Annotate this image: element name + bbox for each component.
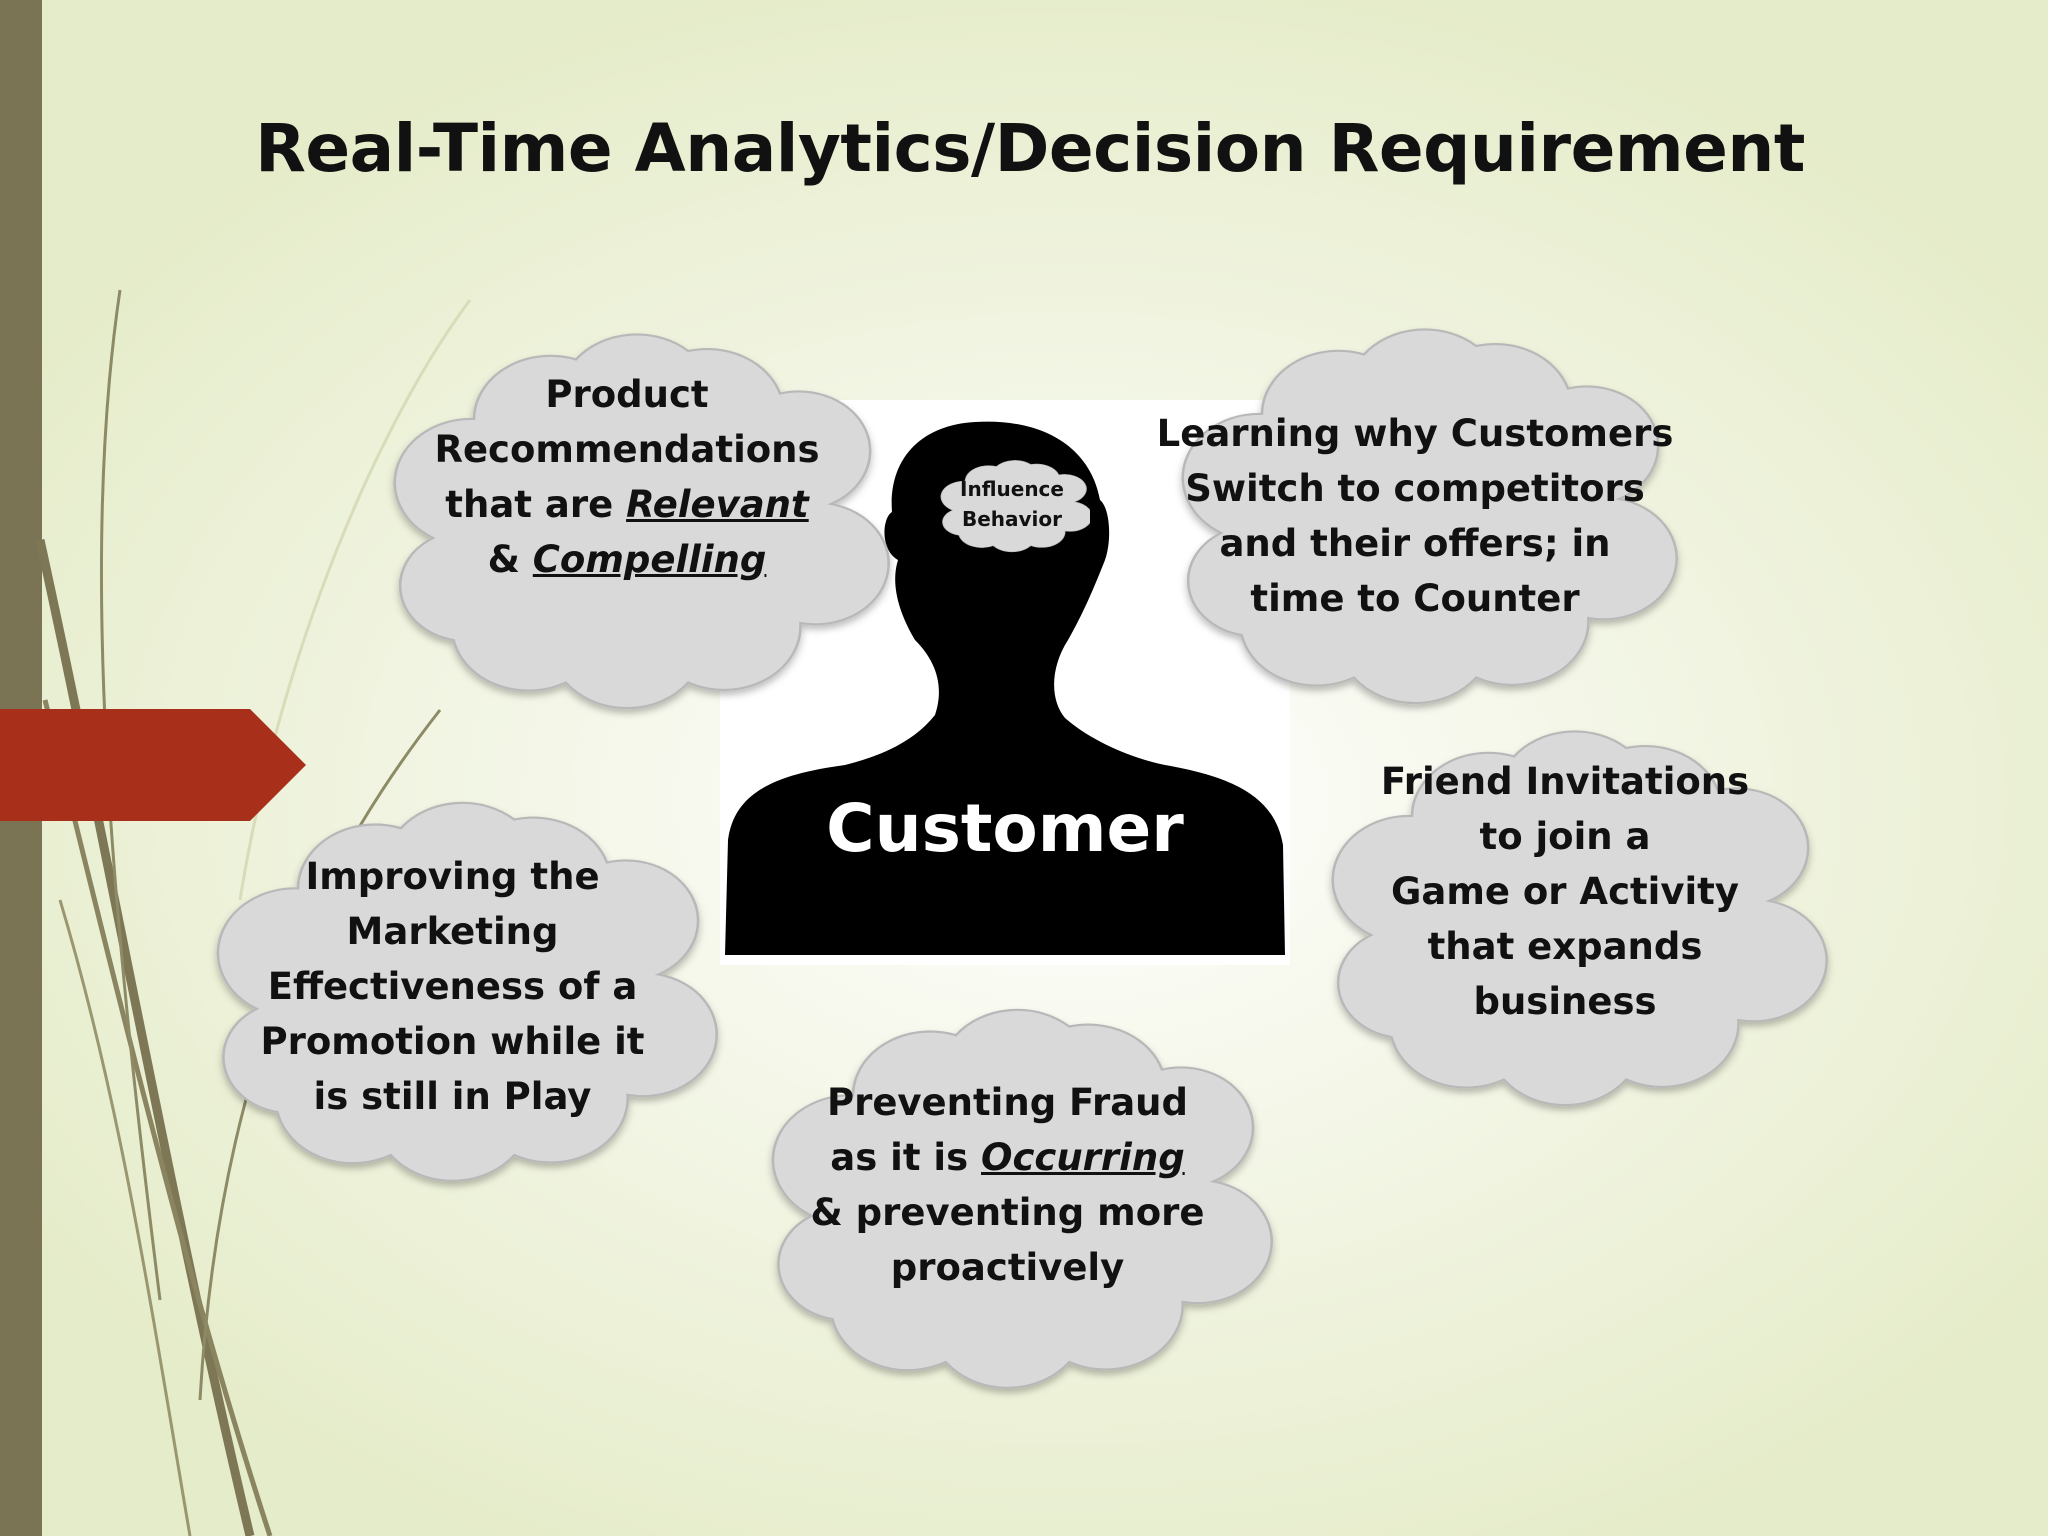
cloud-line: Promotion while it <box>260 1019 645 1063</box>
cloud-line: Recommendations <box>434 427 820 471</box>
cloud-line: Game or Activity <box>1391 870 1739 913</box>
cloud-line: that expands <box>1427 925 1703 968</box>
cloud-line: to join a <box>1479 815 1651 858</box>
cloud-line: Product <box>545 372 709 416</box>
cloud-product-recommendations: Product Recommendations that are Relevan… <box>372 300 890 725</box>
cloud-line: Improving the <box>305 854 600 898</box>
thought-line: Behavior <box>961 507 1063 531</box>
cloud-line: Friend Invitations <box>1380 760 1750 803</box>
section-arrow-tab <box>0 709 306 821</box>
cloud-marketing-effectiveness: Improving the Marketing Effectiveness of… <box>195 768 719 1198</box>
emphasis-occurring: Occurring <box>981 1136 1185 1179</box>
customer-label: Customer <box>826 790 1184 867</box>
emphasis-relevant: Relevant <box>626 482 809 526</box>
cloud-line: that are Relevant <box>445 482 809 526</box>
cloud-preventing-fraud: Preventing Fraud as it is Occurring & pr… <box>750 975 1274 1405</box>
cloud-line: & Compelling <box>487 537 767 581</box>
cloud-line: Preventing Fraud <box>826 1081 1189 1124</box>
cloud-line: Effectiveness of a <box>267 964 638 1008</box>
cloud-line: Learning why Customers <box>1156 411 1674 455</box>
cloud-line: Switch to competitors <box>1185 466 1645 510</box>
cloud-line: business <box>1473 980 1657 1023</box>
cloud-line: is still in Play <box>313 1074 592 1118</box>
cloud-line: as it is Occurring <box>830 1136 1185 1179</box>
cloud-line: Marketing <box>346 909 559 953</box>
emphasis-compelling: Compelling <box>532 537 767 581</box>
cloud-line: & preventing more <box>810 1191 1205 1234</box>
slide-title: Real-Time Analytics/Decision Requirement <box>255 110 1805 187</box>
influence-thought-cloud: Influence Behavior <box>934 452 1090 556</box>
cloud-line: proactively <box>890 1246 1125 1289</box>
cloud-friend-invitations: Friend Invitations to join a Game or Act… <box>1310 697 1828 1122</box>
cloud-line: time to Counter <box>1250 576 1580 620</box>
thought-line: Influence <box>960 477 1064 501</box>
cloud-line: and their offers; in <box>1219 521 1611 565</box>
cloud-learning-why-customers: Learning why Customers Switch to competi… <box>1157 295 1678 720</box>
